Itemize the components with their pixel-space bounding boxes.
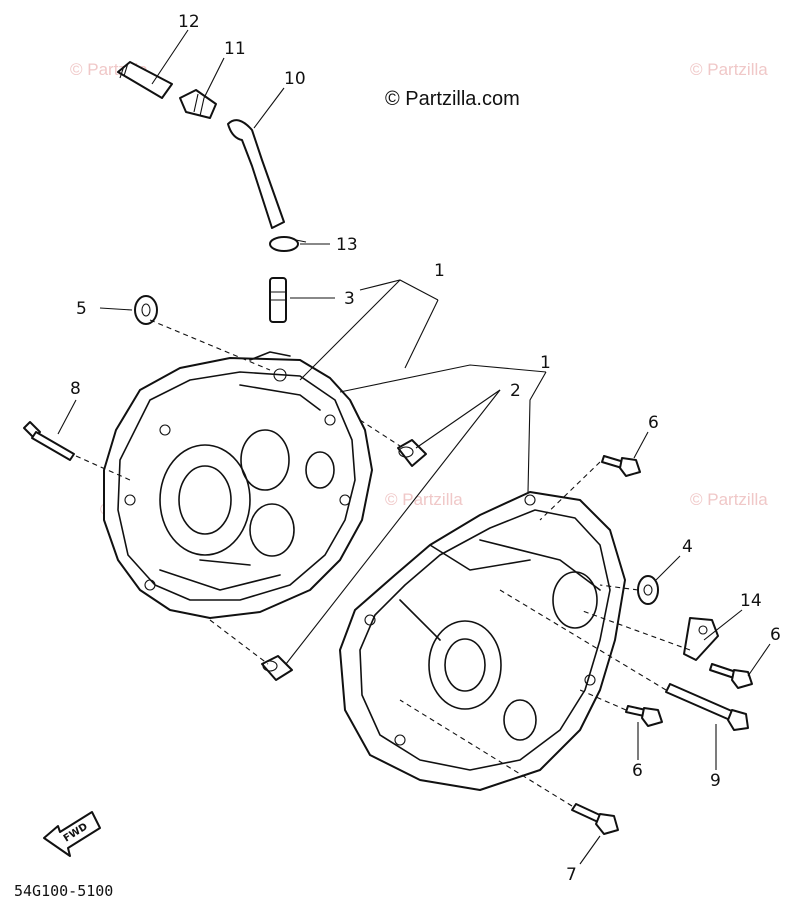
part-8-bolt[interactable] bbox=[23, 421, 75, 461]
part-9-bolt[interactable] bbox=[665, 683, 749, 731]
leader-lines bbox=[57, 29, 771, 865]
part-11-fitting[interactable] bbox=[179, 89, 217, 119]
part-6-bolt-upper[interactable] bbox=[601, 455, 641, 477]
part-4-washer[interactable] bbox=[637, 575, 659, 605]
crankcase-right-half[interactable] bbox=[339, 491, 626, 791]
diagram-code: 54G100-5100 bbox=[14, 882, 113, 900]
part-6-bolt-right[interactable] bbox=[709, 663, 753, 689]
callout-3: 3 bbox=[344, 289, 355, 309]
part-10-breather-hose[interactable] bbox=[227, 119, 285, 229]
fwd-arrow-icon: FWD bbox=[43, 811, 101, 857]
callout-13: 13 bbox=[336, 235, 358, 255]
part-13-hose-clip[interactable] bbox=[269, 236, 307, 252]
callout-10: 10 bbox=[284, 69, 306, 89]
part-3-breather-pipe[interactable] bbox=[269, 277, 287, 323]
part-6-bolt-lower[interactable] bbox=[625, 705, 663, 727]
callout-8: 8 bbox=[70, 379, 81, 399]
part-2-dowel-pin-lower[interactable] bbox=[261, 655, 293, 681]
callout-6-upper: 6 bbox=[648, 413, 659, 433]
part-5-washer[interactable] bbox=[134, 295, 158, 325]
part-2-dowel-pin-upper[interactable] bbox=[397, 439, 427, 467]
callout-2: 2 bbox=[510, 381, 521, 401]
watermark-faint: © Partzilla bbox=[385, 490, 463, 509]
watermark: © Partzilla.com bbox=[385, 88, 520, 110]
part-14-bracket[interactable] bbox=[683, 617, 719, 661]
callout-6-lower: 6 bbox=[632, 761, 643, 781]
crankcase-left-half[interactable] bbox=[103, 351, 373, 619]
callout-9: 9 bbox=[710, 771, 721, 791]
callout-11: 11 bbox=[224, 39, 246, 59]
watermark-faint: © Partzilla bbox=[690, 490, 768, 509]
callout-4: 4 bbox=[682, 537, 693, 557]
callout-6-right: 6 bbox=[770, 625, 781, 645]
callout-1-left: 1 bbox=[434, 261, 445, 281]
callout-7: 7 bbox=[566, 865, 577, 885]
callout-1-right: 1 bbox=[540, 353, 551, 373]
callout-5: 5 bbox=[76, 299, 87, 319]
part-12-breather-cap[interactable] bbox=[117, 61, 173, 99]
callout-12: 12 bbox=[178, 12, 200, 32]
callout-14: 14 bbox=[740, 591, 762, 611]
watermark-faint: © Partzilla bbox=[690, 60, 768, 79]
part-7-bolt[interactable] bbox=[571, 803, 619, 835]
